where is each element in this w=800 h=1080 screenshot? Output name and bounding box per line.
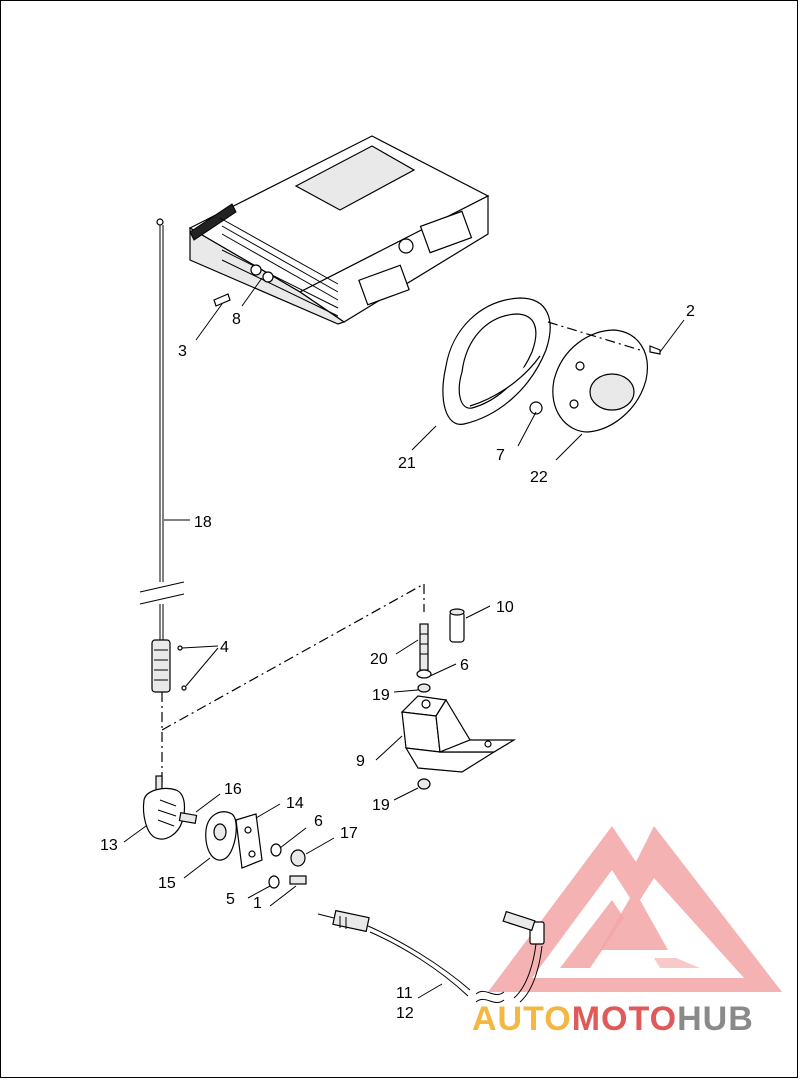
callout-14: 14 <box>286 795 304 812</box>
callout-22: 22 <box>530 469 548 486</box>
antenna-cable <box>317 909 545 1004</box>
callout-10: 10 <box>496 599 514 616</box>
radio-unit <box>188 135 490 325</box>
callout-9: 9 <box>356 753 365 770</box>
watermark-moto: MOTO <box>572 1000 677 1038</box>
antenna-base <box>142 775 186 840</box>
connector-16 <box>178 811 198 825</box>
nut-7 <box>529 401 543 415</box>
callout-12: 12 <box>396 1005 414 1022</box>
washer-6-lower <box>270 843 282 857</box>
screw-1 <box>289 875 307 885</box>
callout-11: 11 <box>396 985 413 1002</box>
watermark-hub: HUB <box>677 1000 754 1038</box>
callout-1: 1 <box>253 895 262 912</box>
nut-17 <box>290 849 306 867</box>
watermark-text: AUTOMOTOHUB <box>472 1000 754 1038</box>
callout-21: 21 <box>398 455 416 472</box>
callout-6-lower: 6 <box>314 813 323 830</box>
watermark-auto: AUTO <box>472 1000 572 1038</box>
nut-19-lower <box>417 778 431 790</box>
callout-2: 2 <box>686 303 695 320</box>
nut-19-upper <box>417 683 431 693</box>
callout-6-upper: 6 <box>460 657 469 674</box>
callout-15: 15 <box>158 875 176 892</box>
callout-18: 18 <box>194 514 212 531</box>
speaker <box>552 329 648 433</box>
callout-19-upper: 19 <box>372 687 390 704</box>
callout-13: 13 <box>100 837 118 854</box>
callout-20: 20 <box>370 651 388 668</box>
screw-2 <box>649 345 661 355</box>
screw-3 <box>213 293 231 307</box>
speaker-gasket <box>442 297 551 425</box>
callout-17: 17 <box>340 825 358 842</box>
callout-16: 16 <box>224 781 242 798</box>
washer-6-upper <box>416 669 432 679</box>
callout-3: 3 <box>178 343 187 360</box>
watermark-logo <box>488 826 782 992</box>
antenna-mast <box>139 218 185 693</box>
plate-14 <box>235 813 263 869</box>
callout-5: 5 <box>226 891 235 908</box>
antenna-bracket <box>400 695 517 773</box>
spacer-10 <box>449 611 465 643</box>
callout-4: 4 <box>220 639 229 656</box>
callout-19-lower: 19 <box>372 797 390 814</box>
callout-8: 8 <box>232 311 241 328</box>
washer-5 <box>268 875 280 889</box>
callout-7: 7 <box>496 447 505 464</box>
stud-20 <box>419 623 429 671</box>
